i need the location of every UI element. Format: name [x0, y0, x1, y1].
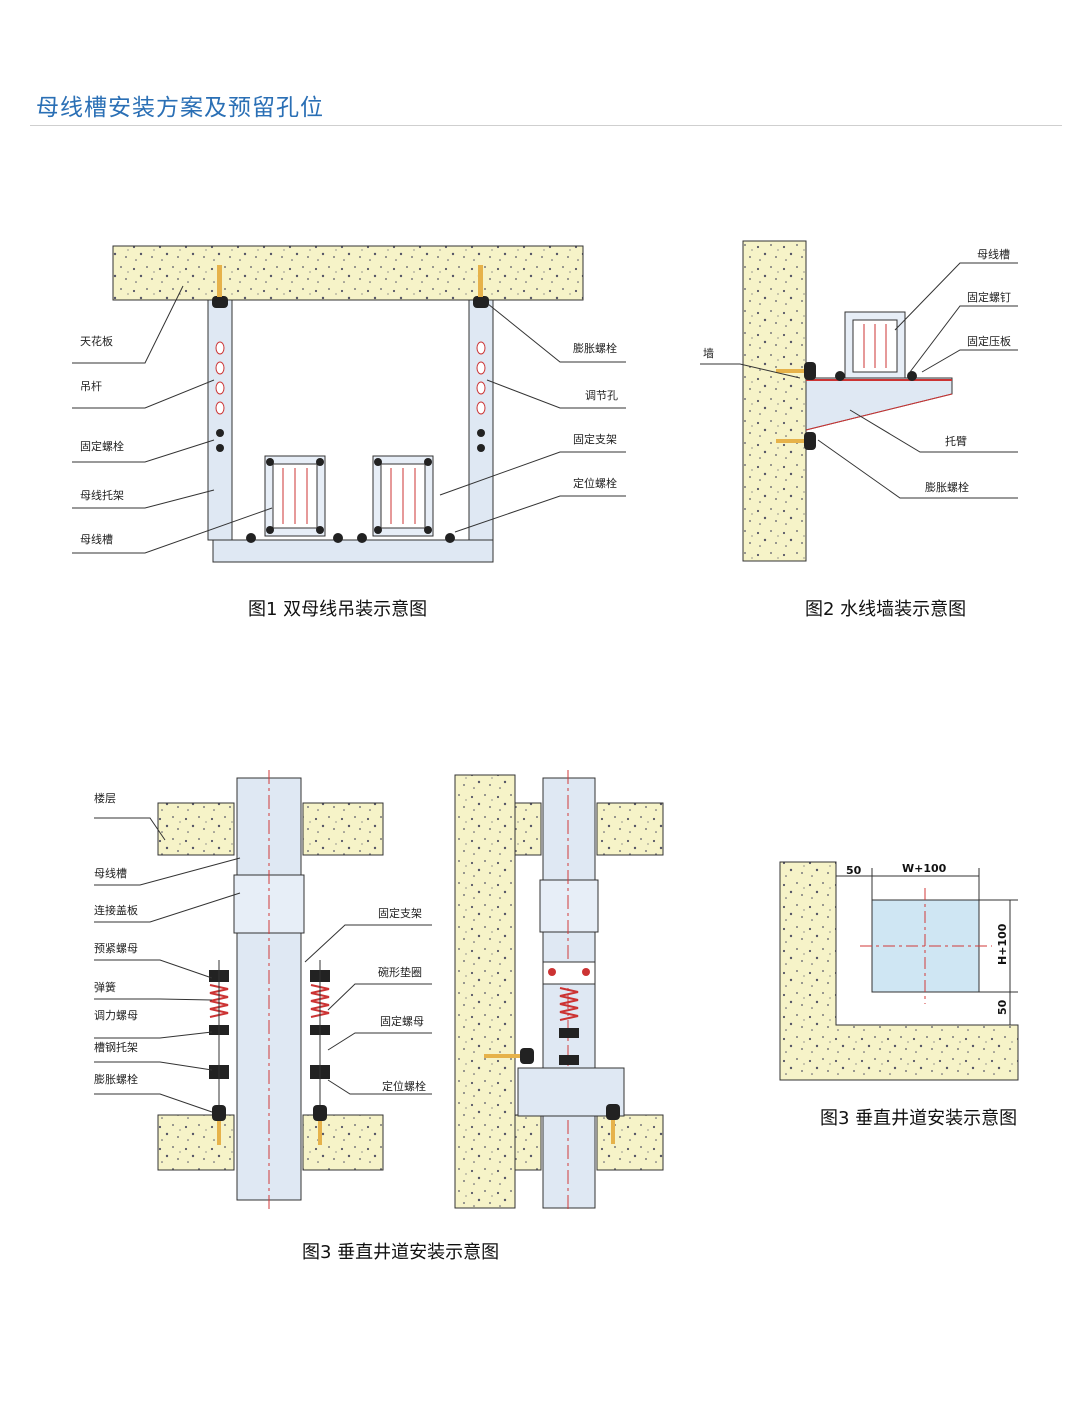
label-expansion-bolt: 膨胀螺栓: [94, 1072, 138, 1086]
label-preload-nut: 预紧螺母: [94, 942, 138, 955]
fig3-leaders-left: [94, 817, 432, 1113]
floor-slab-top-left: [157, 802, 235, 856]
figure-3-left: 楼层 母线槽 连接盖板 预紧螺母 弹簧 调力螺母 槽钢托架 膨胀螺栓 固定支架 …: [94, 770, 432, 1210]
ceiling-slab: [112, 245, 584, 301]
fig2-labels: 母线槽 固定螺钉 固定压板 墙 托臂 膨胀螺栓: [703, 247, 1011, 494]
busbar-trunk-wall: [835, 311, 917, 381]
fig4-caption: 图3 垂直井道安装示意图: [820, 1108, 1017, 1129]
spring-assembly-right: [310, 960, 330, 1145]
label-fixing-screw: 固定螺钉: [967, 290, 1011, 304]
spring-assembly-left: [209, 960, 229, 1145]
dimension-lines: [836, 868, 1018, 1025]
label-adjust-hole: 调节孔: [585, 389, 618, 402]
label-hanger-rod: 吊杆: [80, 379, 102, 393]
floor-slab-bottom-side-right: [596, 1114, 664, 1171]
label-busbar-trunk: 母线槽: [80, 532, 113, 546]
floor-slab-top-right: [302, 802, 384, 856]
label-ceiling: 天花板: [80, 334, 113, 348]
fig3-caption: 图3 垂直井道安装示意图: [302, 1242, 499, 1263]
fig1-labels: 天花板 吊杆 固定螺栓 母线托架 母线槽 膨胀螺栓 调节孔 固定支架 定位螺栓: [80, 334, 618, 546]
fig1-leaders: [72, 285, 626, 554]
title-divider: [30, 125, 1062, 126]
floor-slab-top-side-left: [514, 802, 542, 856]
label-floor: 楼层: [94, 791, 116, 805]
floor-slab-bottom-left: [157, 1114, 235, 1171]
floor-slab-bottom-side-left: [514, 1114, 542, 1171]
spring-assembly-side: [484, 987, 620, 1144]
dim-height: H+100: [996, 923, 1009, 965]
figure-1: 天花板 吊杆 固定螺栓 母线托架 母线槽 膨胀螺栓 调节孔 固定支架 定位螺栓 …: [72, 245, 626, 620]
label-fixing-bracket: 固定支架: [378, 906, 422, 920]
fig2-caption: 图2 水线墙装示意图: [805, 599, 966, 620]
figure-3-side: [454, 770, 664, 1210]
dim-top-left: 50: [846, 864, 862, 877]
label-wall: 墙: [703, 346, 714, 360]
fig1-caption: 图1 双母线吊装示意图: [248, 599, 427, 620]
label-pressure-plate: 固定压板: [967, 334, 1011, 348]
busbar-tray: [212, 539, 494, 563]
expansion-bolts: [212, 265, 489, 452]
fig3-labels-left: 楼层 母线槽 连接盖板 预紧螺母 弹簧 调力螺母 槽钢托架 膨胀螺栓 固定支架 …: [94, 791, 426, 1093]
connection-cover-side: [539, 879, 599, 933]
label-fixing-bolt: 固定螺栓: [80, 439, 124, 453]
fig2-leaders: [700, 262, 1018, 499]
label-busbar-trunk: 母线槽: [94, 866, 127, 880]
label-expansion-bolt: 膨胀螺栓: [573, 341, 617, 355]
label-adjust-nut: 调力螺母: [94, 1009, 138, 1022]
support-arm: [805, 377, 953, 431]
reserved-hole-slab: [779, 861, 1019, 1081]
label-support-arm: 托臂: [945, 434, 967, 448]
page-title: 母线槽安装方案及预留孔位: [36, 95, 324, 121]
busbar-trunk-right: [372, 455, 434, 537]
floor-slab-top-side-right: [596, 802, 664, 856]
hanger-rod-left: [207, 299, 233, 541]
figure-2: 母线槽 固定螺钉 固定压板 墙 托臂 膨胀螺栓 图2 水线墙装示意图: [700, 240, 1018, 620]
label-busbar-trunk: 母线槽: [977, 247, 1010, 261]
label-expansion-bolt: 膨胀螺栓: [925, 480, 969, 494]
shaft-wall: [454, 774, 516, 1209]
figure-4: 50 W+100 H+100 50 图3 垂直井道安装示意图: [779, 861, 1019, 1129]
dim-width: W+100: [902, 862, 947, 875]
wall-expansion-bolts: [776, 362, 816, 450]
fixing-plate-side: [542, 961, 596, 985]
label-fixing-nut: 固定螺母: [380, 1014, 424, 1028]
label-channel-bracket: 槽钢托架: [94, 1040, 138, 1054]
label-fixing-bracket: 固定支架: [573, 432, 617, 446]
hanger-rod-right: [468, 299, 494, 541]
label-locating-bolt: 定位螺栓: [382, 1079, 426, 1093]
adjust-holes: [215, 341, 486, 415]
busbar-trunk-left: [264, 455, 326, 537]
dim-bottom: 50: [996, 999, 1009, 1015]
locating-bolts: [246, 533, 455, 543]
label-spring: 弹簧: [94, 980, 116, 994]
floor-slab-bottom-right: [302, 1114, 384, 1171]
label-connection-cover: 连接盖板: [94, 903, 138, 917]
wall: [742, 240, 807, 562]
label-busbar-bracket: 母线托架: [80, 488, 124, 502]
label-locating-bolt: 定位螺栓: [573, 476, 617, 490]
label-bowl-washer: 碗形垫圈: [378, 965, 422, 979]
